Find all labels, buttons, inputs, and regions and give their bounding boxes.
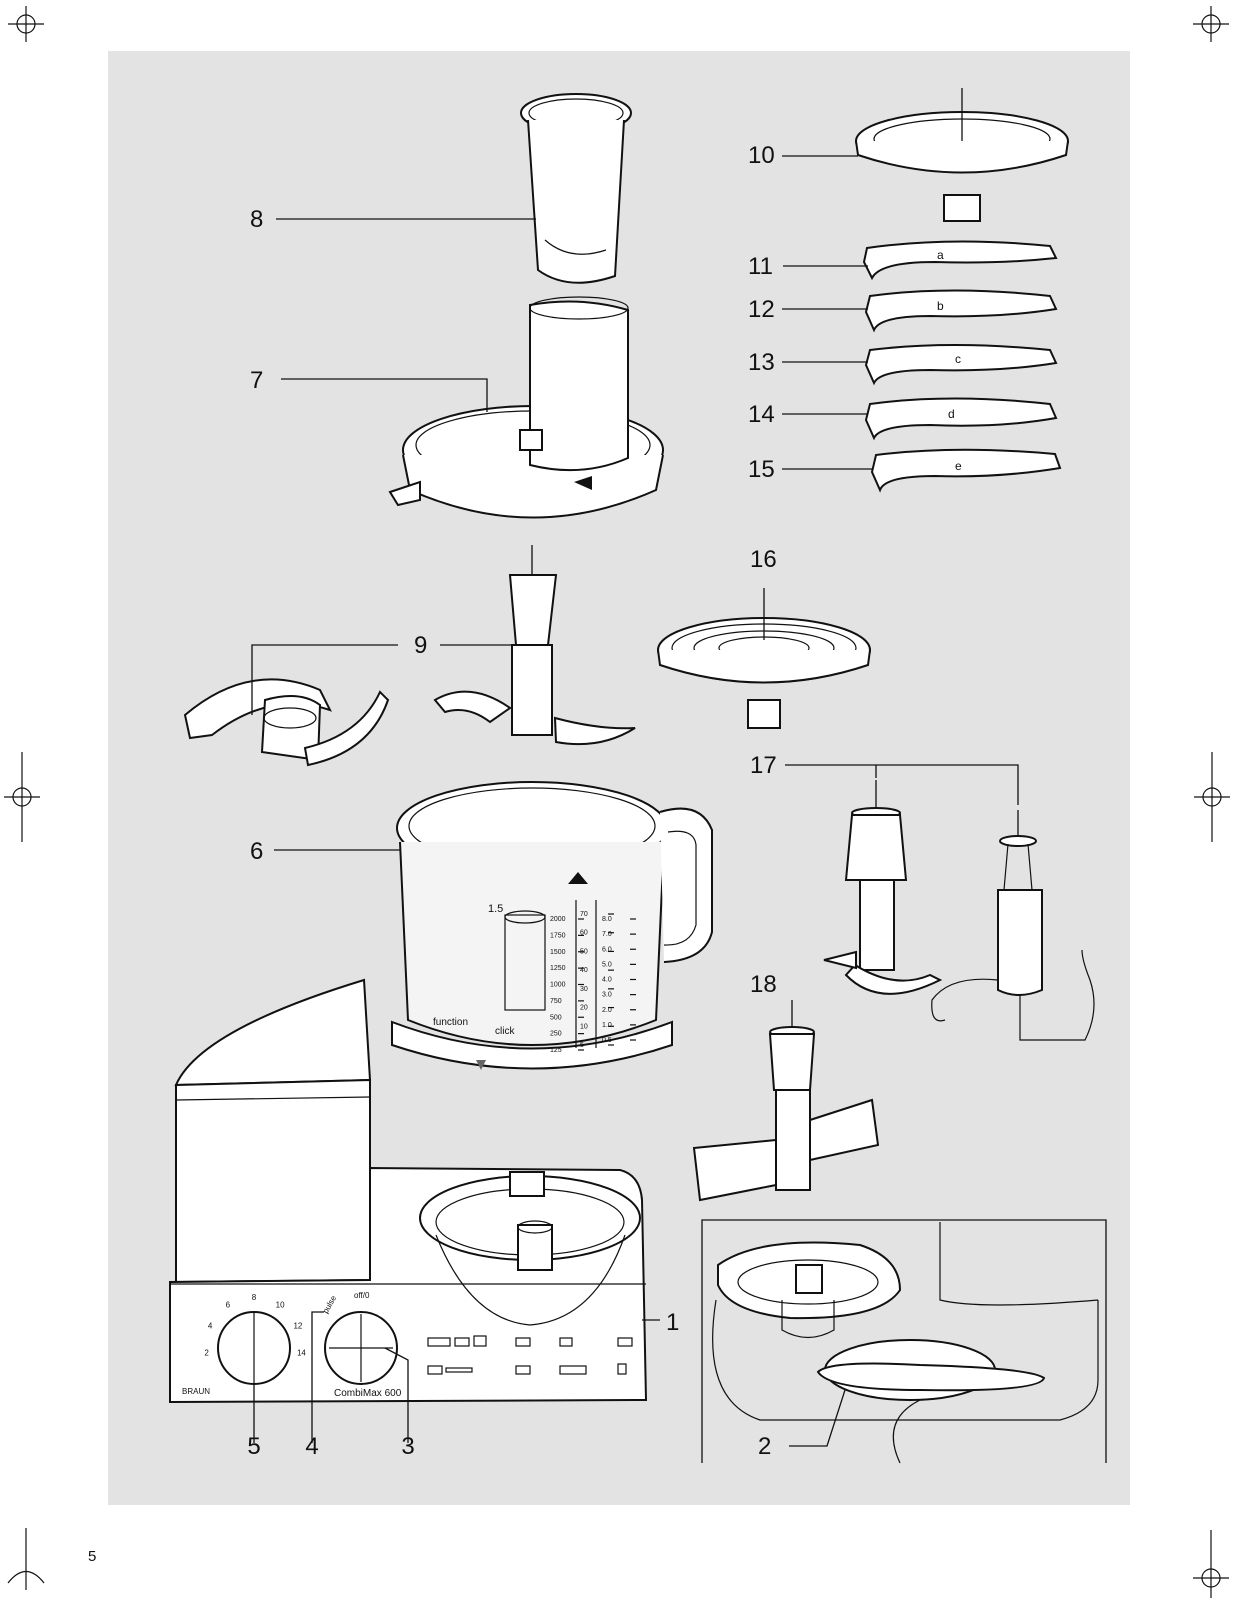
registration-mark-bottom-right (1193, 1530, 1229, 1598)
leader-line-4 (311, 1311, 324, 1443)
cup-scale-label: 4.0 (602, 977, 612, 984)
insert-15-letter: e (955, 459, 962, 473)
chopping-blade-cover (183, 678, 390, 767)
ml-scale-label: 1250 (550, 965, 566, 972)
oz-scale-label: 60 (580, 930, 588, 937)
insert-11-letter: a (937, 248, 944, 262)
label-13: 13 (748, 349, 775, 376)
insert-14: d (864, 397, 1058, 441)
label-9: 9 (414, 632, 427, 659)
food-pusher (520, 93, 632, 284)
label-8: 8 (250, 206, 263, 233)
kneading-beater (692, 1000, 880, 1202)
insert-12: b (864, 289, 1058, 333)
registration-mark-bottom-left (7, 1528, 45, 1590)
insert-12-letter: b (937, 299, 944, 313)
cup-scale-label: 8.0 (602, 916, 612, 923)
cup-scale-label: 1.0 (602, 1022, 612, 1029)
ml-scale-label: 2000 (550, 916, 566, 923)
ml-scale-label: 125 (550, 1047, 562, 1054)
cup-scale-label: 2.0 (602, 1007, 612, 1014)
insert-13: c (864, 344, 1058, 386)
speed-scale-label: 2 (204, 1349, 209, 1358)
leader-line-17 (785, 764, 1019, 805)
speed-scale-label: 10 (276, 1301, 285, 1310)
cup-scale-label: 6.0 (602, 946, 612, 953)
insert-11: a (862, 240, 1058, 281)
cup-scale-label: 0.5 (602, 1037, 612, 1044)
bowl-max-label: 1.5 (488, 903, 503, 915)
oz-scale-label: 70 (580, 911, 588, 918)
kneading-tool (823, 780, 943, 995)
ml-scale-label: 1750 (550, 932, 566, 939)
chopping-blade (433, 545, 636, 746)
insert-14-letter: d (948, 407, 955, 421)
function-symbols (427, 1335, 633, 1375)
label-7: 7 (250, 367, 263, 394)
lid-with-feed-tube (388, 296, 664, 519)
bowl-function-label: function (433, 1017, 468, 1028)
leader-line-9a (251, 644, 398, 715)
label-15: 15 (748, 456, 775, 483)
registration-mark-top-left (8, 6, 44, 42)
bowl-oz-scale: 70 60 50 40 30 20 10 5 (580, 911, 614, 1049)
label-5: 5 (247, 1433, 260, 1460)
registration-mark-right (1194, 752, 1230, 842)
registration-mark-left (4, 752, 40, 842)
label-10: 10 (748, 142, 775, 169)
registration-mark-top-right (1193, 6, 1229, 42)
grating-disc (657, 588, 871, 729)
bowl-cup-scale: 8.0 7.0 6.0 5.0 4.0 3.0 2.0 1.0 0.5 (602, 916, 636, 1044)
brand-label: BRAUN (182, 1387, 210, 1396)
page-number: 5 (88, 1548, 97, 1565)
leader-line-3 (384, 1347, 409, 1443)
ml-scale-label: 1500 (550, 949, 566, 956)
leader-line-2 (789, 1389, 846, 1447)
label-16: 16 (750, 546, 777, 573)
label-2: 2 (758, 1433, 771, 1460)
insert-15: e (870, 448, 1062, 493)
ml-scale-label: 1000 (550, 982, 566, 989)
speed-scale-label: 12 (293, 1322, 302, 1331)
speed-scale-label: 4 (208, 1322, 213, 1331)
off-label: off/0 (354, 1291, 370, 1300)
cup-scale-label: 3.0 (602, 992, 612, 999)
cup-scale-label: 5.0 (602, 961, 612, 968)
label-1: 1 (666, 1309, 679, 1336)
label-18: 18 (750, 971, 777, 998)
label-3: 3 (401, 1433, 414, 1460)
ml-scale-label: 500 (550, 1014, 562, 1021)
mixing-bowl: 1.5 function click 2000 1750 1500 1250 1000 7… (391, 781, 713, 1070)
label-17: 17 (750, 752, 777, 779)
model-label: CombiMax 600 (334, 1388, 402, 1399)
speed-scale-label: 6 (226, 1301, 231, 1310)
oz-scale-label: 5 (580, 1042, 584, 1049)
oz-scale-label: 30 (580, 986, 588, 993)
label-14: 14 (748, 401, 775, 428)
label-11: 11 (748, 253, 773, 280)
motor-base: BRAUN CombiMax 600 pulse off/0 246810121… (169, 978, 648, 1404)
ml-scale-label: 750 (550, 998, 562, 1005)
speed-scale-label: 8 (252, 1293, 257, 1302)
cord-storage-detail (701, 1219, 1107, 1464)
insert-13-letter: c (955, 352, 961, 366)
label-6: 6 (250, 838, 263, 865)
dough-hook (931, 810, 1095, 1041)
cup-scale-label: 7.0 (602, 931, 612, 938)
oz-scale-label: 10 (580, 1023, 588, 1030)
disc-holder (855, 88, 1069, 222)
oz-scale-label: 50 (580, 948, 588, 955)
bowl-ml-scale: 2000 1750 1500 1250 1000 750 500 250 125 (550, 916, 584, 1054)
bowl-click-label: click (495, 1026, 515, 1037)
speed-scale: 2 4 6 8 10 12 14 (204, 1293, 306, 1358)
ml-scale-label: 250 (550, 1031, 562, 1038)
speed-scale-label: 14 (297, 1349, 306, 1358)
label-4: 4 (305, 1433, 318, 1460)
oz-scale-label: 20 (580, 1005, 588, 1012)
oz-scale-label: 40 (580, 967, 588, 974)
label-12: 12 (748, 296, 775, 323)
leader-line-7 (281, 378, 488, 412)
